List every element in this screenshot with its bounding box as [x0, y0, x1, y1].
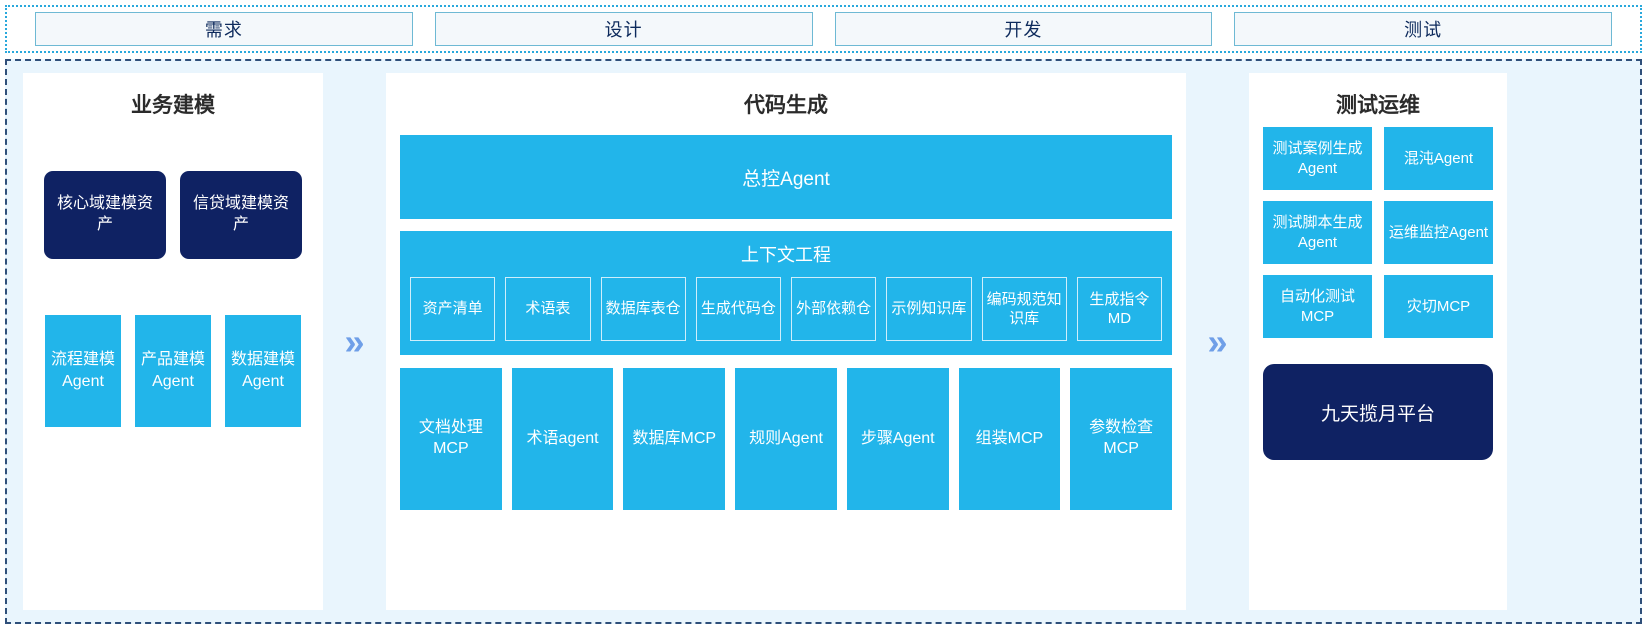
panel-business-modeling: 业务建模 核心域建模资产 信贷域建模资产 流程建模Agent 产品建模Agent…: [23, 73, 323, 610]
chevron-glyph: »: [1207, 320, 1228, 362]
tool-row: 文档处理MCP 术语agent 数据库MCP 规则Agent 步骤Agent 组…: [400, 368, 1173, 510]
tool-box-glossary-agent[interactable]: 术语agent: [511, 368, 614, 510]
asset-label: 信贷域建模资产: [192, 195, 289, 233]
context-engineering-block: 上下文工程 资产清单 术语表 数据库表仓 生成代码仓 外部依赖仓 示: [400, 231, 1172, 355]
stage-label: 测试: [1404, 20, 1443, 40]
context-engineering-title: 上下文工程: [741, 245, 831, 265]
business-asset-row: 核心域建模资产 信贷域建模资产: [37, 171, 309, 259]
tool-label: 文档处理MCP: [418, 419, 483, 457]
ops-box-test-case-generation-agent[interactable]: 测试案例生成Agent: [1263, 127, 1372, 190]
business-agent-row: 流程建模Agent 产品建模Agent 数据建模Agent: [37, 315, 309, 427]
asset-label: 核心域建模资产: [56, 195, 153, 233]
tool-label: 步骤Agent: [860, 429, 935, 447]
master-agent-label: 总控Agent: [742, 168, 830, 190]
context-chip-row: 资产清单 术语表 数据库表仓 生成代码仓 外部依赖仓 示例知识库: [410, 277, 1162, 341]
stage-label: 开发: [1004, 20, 1043, 40]
tool-label: 数据库MCP: [632, 429, 717, 447]
asset-box-core-domain[interactable]: 核心域建模资产: [44, 171, 166, 259]
stage-box-requirements[interactable]: 需求: [35, 12, 413, 46]
ops-box-disaster-switch-mcp[interactable]: 灾切MCP: [1384, 275, 1493, 338]
ops-label: 混沌Agent: [1403, 149, 1474, 167]
ops-box-automated-test-mcp[interactable]: 自动化测试MCP: [1263, 275, 1372, 338]
chip-label: 数据库表仓: [605, 300, 681, 318]
asset-box-credit-domain[interactable]: 信贷域建模资产: [180, 171, 302, 259]
context-chip-asset-list[interactable]: 资产清单: [410, 277, 496, 341]
ops-label: 测试案例生成Agent: [1272, 140, 1363, 177]
context-chip-glossary[interactable]: 术语表: [505, 277, 591, 341]
panel-test-ops: 测试运维 测试案例生成Agent 混沌Agent 测试脚本生成Agent 运维监…: [1249, 73, 1507, 610]
test-ops-grid: 测试案例生成Agent 混沌Agent 测试脚本生成Agent 运维监控Agen…: [1263, 127, 1493, 338]
stage-box-testing[interactable]: 测试: [1234, 12, 1612, 46]
tool-box-rule-agent[interactable]: 规则Agent: [735, 368, 837, 510]
ops-box-test-script-generation-agent[interactable]: 测试脚本生成Agent: [1263, 201, 1372, 264]
stage-label: 需求: [204, 20, 243, 40]
stage-box-development[interactable]: 开发: [834, 12, 1213, 46]
context-chip-example-knowledge-base[interactable]: 示例知识库: [886, 277, 972, 341]
agent-label: 数据建模Agent: [230, 351, 295, 390]
context-chip-external-dependency-repo[interactable]: 外部依赖仓: [791, 277, 877, 341]
platform-box-jiutian-lanyue[interactable]: 九天揽月平台: [1263, 364, 1493, 460]
agent-label: 产品建模Agent: [140, 351, 205, 390]
context-chip-db-table-repo[interactable]: 数据库表仓: [600, 277, 686, 341]
panel-code-generation: 代码生成 总控Agent 上下文工程 资产清单 术语表 数据库表仓 生成代码仓: [386, 73, 1186, 610]
tool-box-parameter-check-mcp[interactable]: 参数检查MCP: [1070, 368, 1173, 510]
chip-label: 示例知识库: [891, 300, 967, 318]
context-chip-generated-code-repo[interactable]: 生成代码仓: [695, 277, 781, 341]
tool-label: 术语agent: [526, 429, 599, 447]
chip-label: 生成指令MD: [1089, 290, 1150, 327]
tool-label: 规则Agent: [749, 429, 823, 447]
tool-label: 组装MCP: [975, 429, 1044, 447]
ops-label: 运维监控Agent: [1388, 223, 1489, 241]
chevron-right-icon-2: »: [1186, 320, 1249, 362]
tool-box-step-agent[interactable]: 步骤Agent: [846, 368, 949, 510]
platform-label: 九天揽月平台: [1320, 403, 1435, 425]
tool-box-database-mcp[interactable]: 数据库MCP: [623, 368, 726, 510]
panel-title-code-generation: 代码生成: [744, 94, 828, 117]
ops-label: 灾切MCP: [1406, 297, 1471, 315]
chip-label: 生成代码仓: [700, 300, 776, 318]
chip-label: 资产清单: [422, 300, 483, 318]
stage-strip: 需求 设计 开发 测试: [5, 5, 1642, 53]
agent-label: 流程建模Agent: [50, 351, 115, 390]
context-chip-coding-standard-knowledge-base[interactable]: 编码规范知识库: [981, 277, 1067, 341]
chip-label: 外部依赖仓: [796, 300, 872, 318]
tool-box-assembly-mcp[interactable]: 组装MCP: [958, 368, 1061, 510]
chevron-right-icon-1: »: [323, 320, 386, 362]
architecture-board: 业务建模 核心域建模资产 信贷域建模资产 流程建模Agent 产品建模Agent…: [5, 59, 1642, 624]
agent-box-product-modeling[interactable]: 产品建模Agent: [135, 315, 211, 427]
chevron-glyph: »: [344, 320, 365, 362]
agent-box-data-modeling[interactable]: 数据建模Agent: [225, 315, 301, 427]
ops-label: 自动化测试MCP: [1279, 288, 1355, 325]
stage-box-design[interactable]: 设计: [434, 12, 813, 46]
stage-label: 设计: [604, 20, 643, 40]
tool-label: 参数检查MCP: [1089, 419, 1154, 457]
context-chip-generation-instruction-md[interactable]: 生成指令MD: [1076, 277, 1162, 341]
panel-title-test-ops: 测试运维: [1336, 94, 1420, 117]
chip-label: 术语表: [525, 300, 571, 318]
panel-title-business-modeling: 业务建模: [131, 94, 215, 117]
agent-box-process-modeling[interactable]: 流程建模Agent: [45, 315, 121, 427]
ops-box-chaos-agent[interactable]: 混沌Agent: [1384, 127, 1493, 190]
tool-box-document-processing-mcp[interactable]: 文档处理MCP: [400, 368, 502, 510]
master-agent-bar[interactable]: 总控Agent: [400, 135, 1172, 219]
ops-label: 测试脚本生成Agent: [1272, 214, 1363, 251]
chip-label: 编码规范知识库: [986, 290, 1062, 327]
ops-box-ops-monitoring-agent[interactable]: 运维监控Agent: [1384, 201, 1493, 264]
